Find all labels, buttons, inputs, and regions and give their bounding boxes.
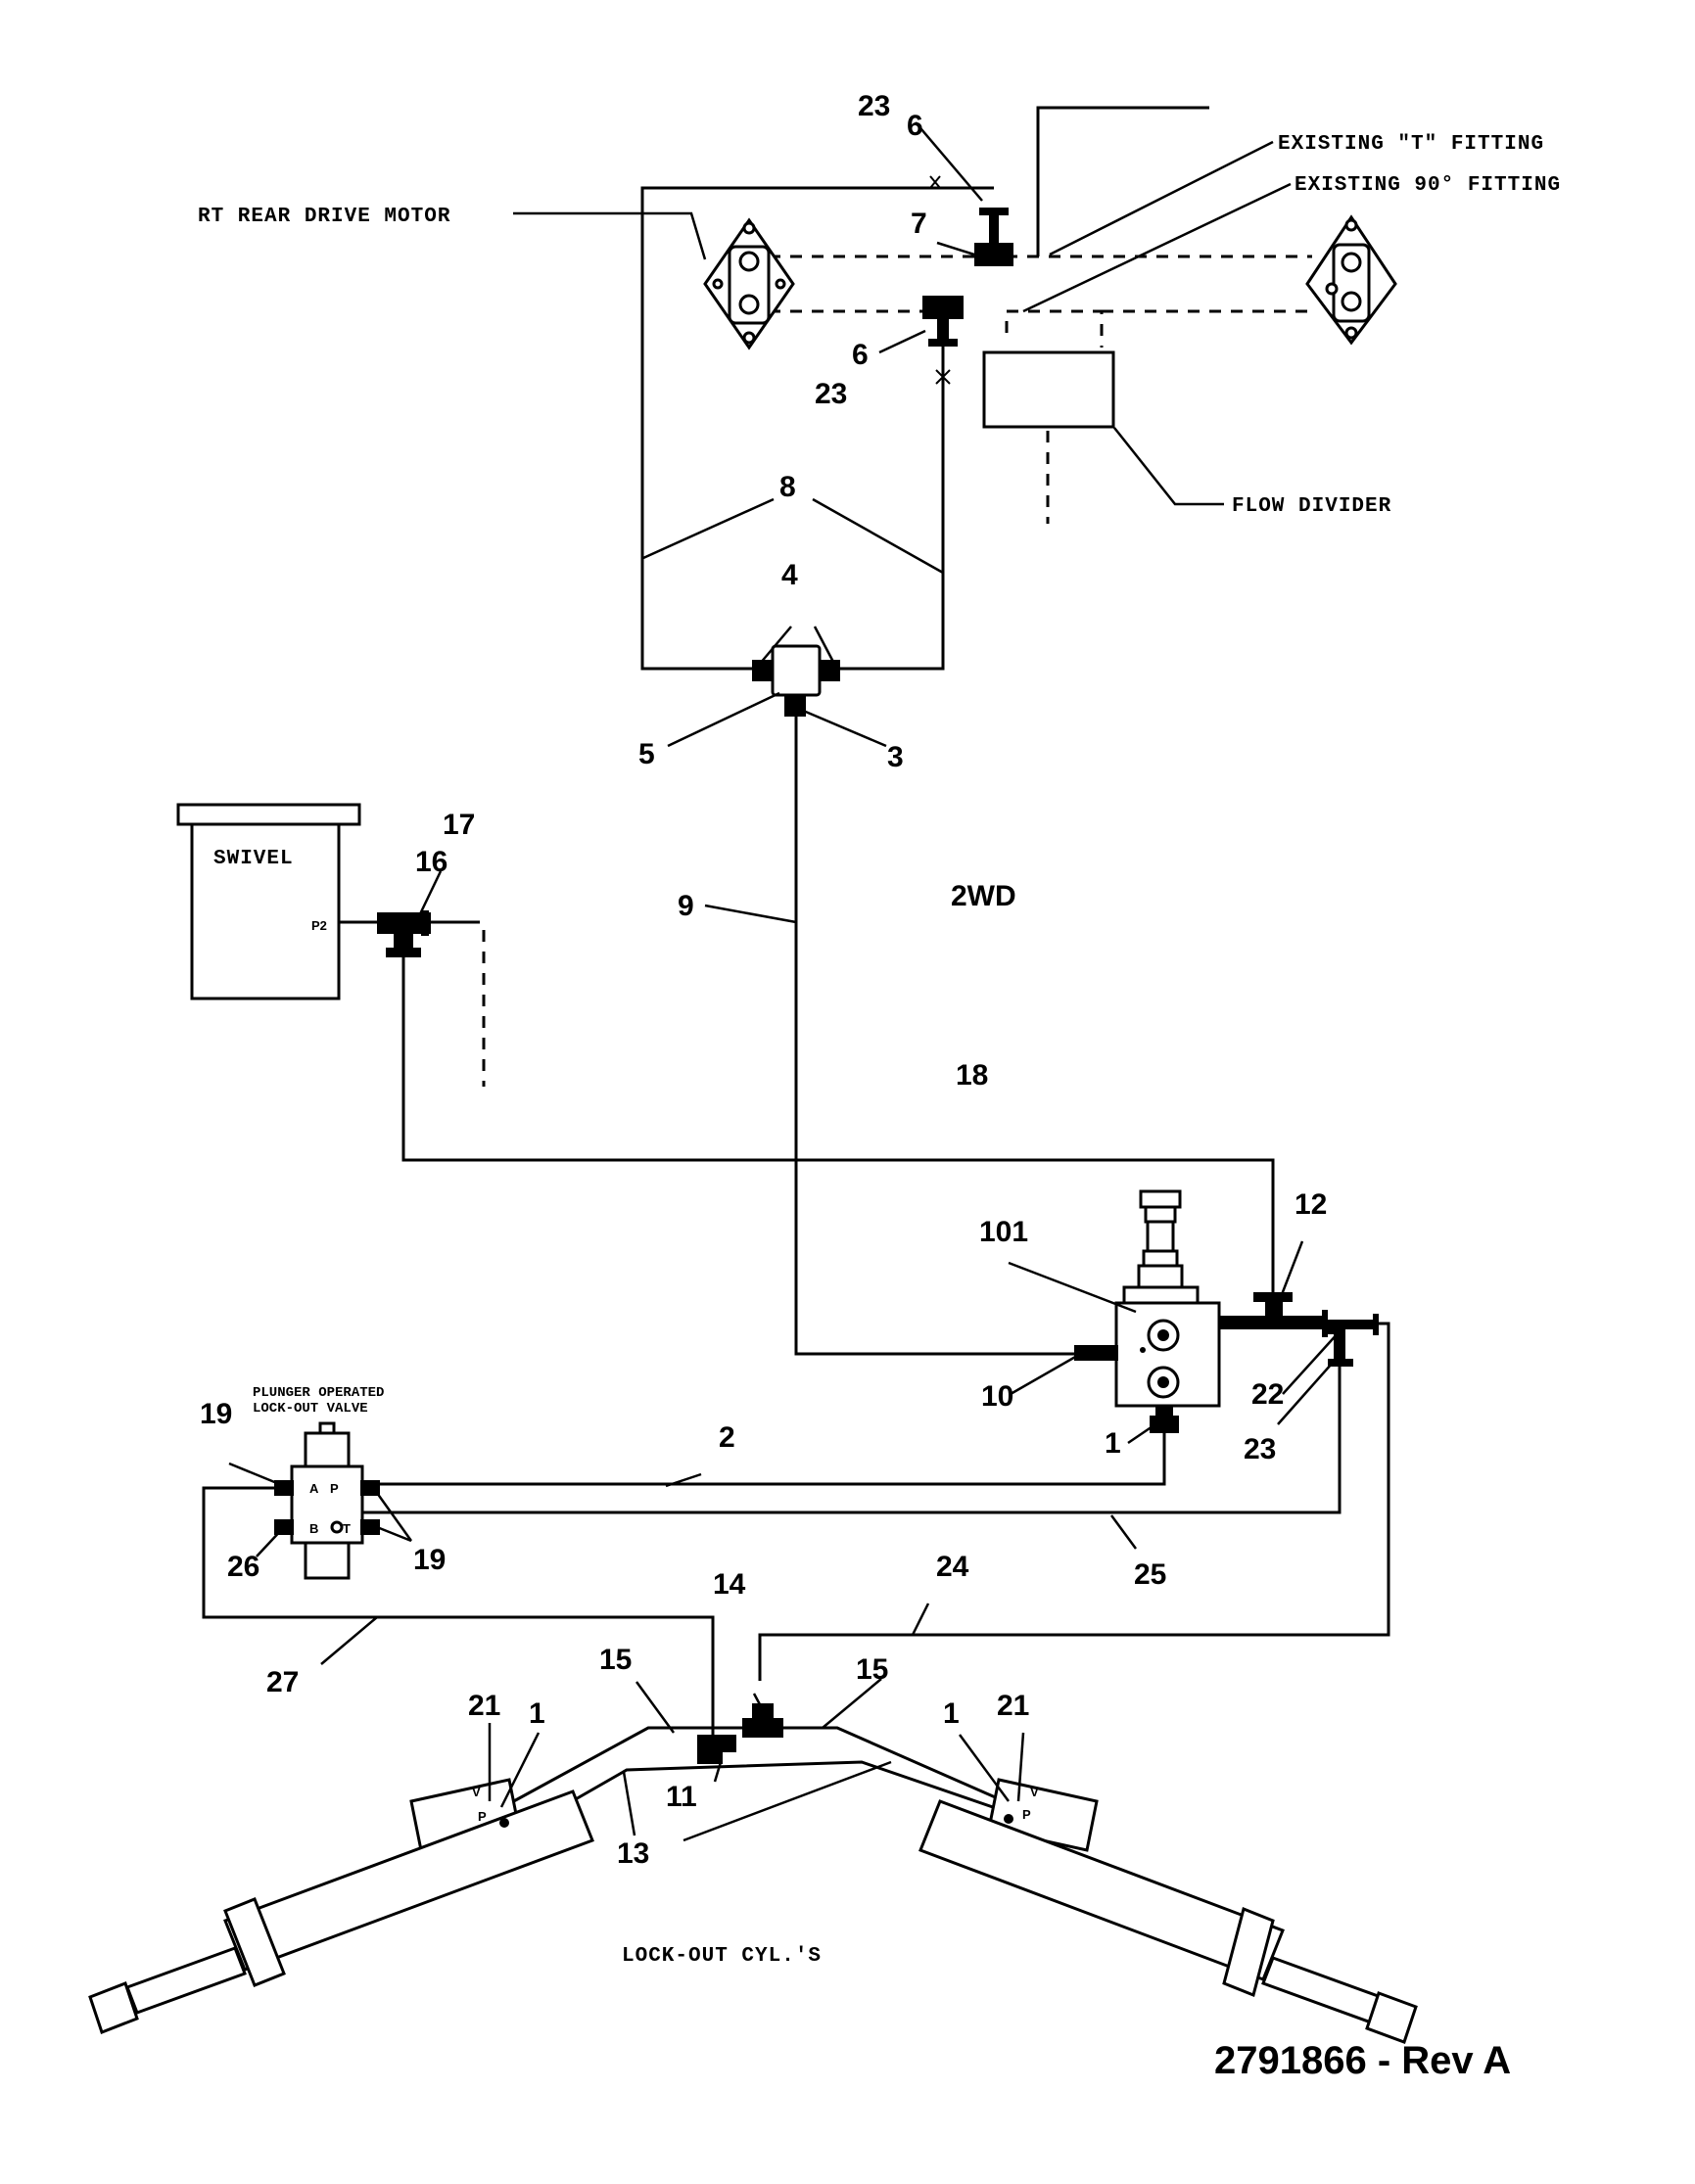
label-swivel: SWIVEL — [213, 848, 294, 870]
callout-numbers: 23 6 7 6 23 8 4 5 3 17 16 9 18 101 12 10… — [200, 90, 1327, 1870]
line-9 — [794, 715, 1077, 1356]
callout-12: 12 — [1295, 1188, 1327, 1221]
top-loop-lines — [640, 175, 994, 671]
line-27 — [202, 1486, 715, 1738]
swivel-tee-16 — [339, 910, 486, 1087]
existing-t-line — [1036, 106, 1209, 256]
plunger-lockout-valve — [274, 1421, 380, 1580]
callout-27: 27 — [266, 1666, 299, 1698]
motor-dashed-lines — [769, 255, 1312, 524]
callout-2: 2 — [719, 1421, 735, 1454]
callout-23-mid: 23 — [815, 378, 847, 410]
fitting-6-7-top — [974, 208, 1013, 266]
callout-23-top: 23 — [858, 90, 890, 122]
callout-21-left: 21 — [468, 1690, 500, 1722]
callout-5: 5 — [638, 738, 655, 770]
valve-port-b: B — [309, 1521, 318, 1536]
cyl-left-port-p: P — [478, 1809, 487, 1824]
text-labels: RT REAR DRIVE MOTOR EXISTING "T" FITTING… — [198, 133, 1561, 2082]
callout-24: 24 — [936, 1551, 969, 1583]
callout-23-bottom: 23 — [1244, 1433, 1276, 1465]
label-lockout-valve-line2: LOCK-OUT VALVE — [253, 1401, 368, 1417]
callout-10: 10 — [981, 1380, 1013, 1413]
callout-3: 3 — [887, 741, 904, 773]
callout-1-left: 1 — [529, 1697, 545, 1730]
callout-13: 13 — [617, 1837, 649, 1870]
tee-12-22-23 — [1218, 1292, 1381, 1367]
callout-7: 7 — [911, 208, 927, 240]
label-existing-90-fitting: EXISTING 90° FITTING — [1295, 174, 1561, 197]
lt-rear-drive-motor — [1305, 214, 1397, 346]
valve-port-a: A — [309, 1481, 319, 1496]
cyl-right-port-v: V — [1030, 1785, 1039, 1799]
callout-6-top: 6 — [907, 110, 923, 142]
label-swivel-port: P2 — [311, 918, 327, 933]
label-lockout-valve-line1: PLUNGER OPERATED — [253, 1385, 384, 1401]
cyl-right-port-p: P — [1022, 1807, 1031, 1822]
callout-19-top: 19 — [200, 1398, 232, 1430]
valve-port-p: P — [330, 1481, 339, 1496]
callout-19-bottom: 19 — [413, 1544, 446, 1576]
flow-divider — [982, 350, 1115, 429]
callout-25: 25 — [1134, 1558, 1166, 1591]
callout-9: 9 — [678, 890, 694, 922]
line-24 — [758, 1322, 1390, 1681]
callout-18: 18 — [956, 1059, 988, 1092]
valve-101 — [1074, 1189, 1221, 1433]
callout-6-mid: 6 — [852, 339, 869, 371]
cyl-left-port-v: V — [472, 1785, 481, 1799]
label-existing-t-fitting: EXISTING "T" FITTING — [1278, 133, 1544, 156]
callout-15-left: 15 — [599, 1644, 632, 1676]
callout-1-right: 1 — [943, 1697, 960, 1730]
label-rt-rear-drive-motor: RT REAR DRIVE MOTOR — [198, 206, 450, 228]
callout-11: 11 — [666, 1781, 697, 1813]
tee-11 — [697, 1735, 736, 1764]
callout-4: 4 — [781, 559, 798, 591]
lockout-cylinder-left — [88, 1778, 594, 2034]
callout-14: 14 — [713, 1568, 746, 1601]
callout-16: 16 — [415, 846, 447, 878]
callout-15-right: 15 — [856, 1653, 888, 1686]
callout-17: 17 — [443, 809, 475, 841]
lockout-cylinder-right — [918, 1778, 1418, 2044]
leader-lines — [228, 121, 1341, 1842]
tee-fitting-3-4-5 — [752, 644, 840, 717]
callout-8: 8 — [779, 471, 796, 503]
tee-14 — [742, 1703, 783, 1738]
label-mode: 2WD — [951, 880, 1016, 912]
fitting-6-7-mid — [922, 296, 964, 347]
valve-port-t: T — [343, 1521, 351, 1536]
callout-26: 26 — [227, 1551, 259, 1583]
label-lockout-cylinders: LOCK-OUT CYL.'S — [622, 1945, 822, 1968]
line-18 — [401, 954, 1275, 1307]
callout-1-valve: 1 — [1105, 1427, 1121, 1460]
line-2 — [362, 1431, 1166, 1486]
rt-rear-drive-motor — [703, 217, 795, 350]
label-flow-divider: FLOW DIVIDER — [1232, 495, 1391, 518]
callout-21-right: 21 — [997, 1690, 1029, 1722]
swivel — [176, 803, 361, 1000]
document-number: 2791866 - Rev A — [1214, 2039, 1511, 2082]
callout-101: 101 — [979, 1216, 1028, 1248]
callout-22: 22 — [1251, 1378, 1284, 1411]
line-25 — [362, 1366, 1342, 1514]
